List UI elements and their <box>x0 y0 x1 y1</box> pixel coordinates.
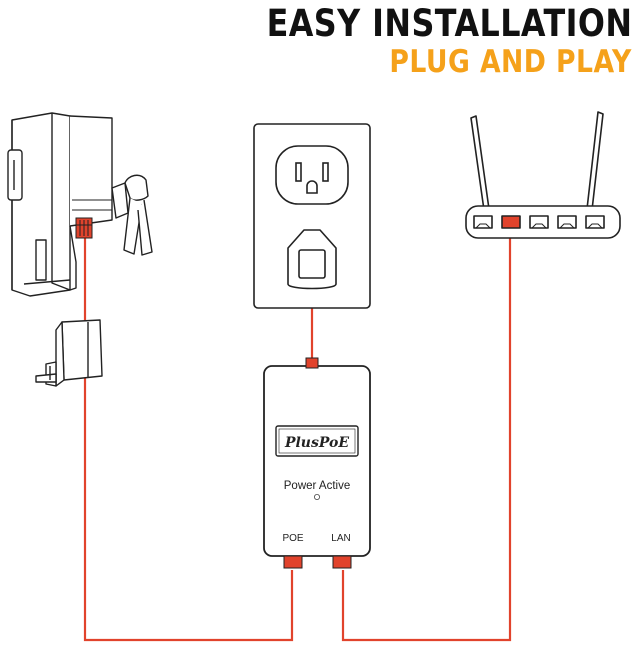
security-camera-icon <box>7 112 113 297</box>
camera-cable <box>83 235 294 642</box>
injector-body <box>263 365 371 557</box>
poe-port-connector <box>283 555 303 569</box>
brand-logo: PlusPoE <box>284 435 349 451</box>
wifi-router-icon <box>465 111 621 239</box>
camera-mount-icon <box>111 174 153 256</box>
injector-connector-top <box>305 357 319 369</box>
power-active-label: Power Active <box>284 480 350 492</box>
brand-badge <box>275 425 359 457</box>
page-subtitle: PLUG AND PLAY <box>389 44 632 80</box>
poe-port-label: POE <box>282 533 303 544</box>
cable-junction-icon <box>35 319 103 387</box>
power-led-icon <box>313 493 320 500</box>
wall-outlet-icon <box>253 123 371 309</box>
lan-port-label: LAN <box>331 533 350 544</box>
router-ports <box>473 215 605 229</box>
power-plug-icon <box>287 229 337 290</box>
camera-connector <box>75 217 93 239</box>
page-title: EASY INSTALLATION <box>266 2 632 45</box>
poe-injector-icon: PlusPoE Power Active POE LAN <box>263 357 371 569</box>
lan-port-connector <box>332 555 352 569</box>
router-cable <box>341 228 512 642</box>
